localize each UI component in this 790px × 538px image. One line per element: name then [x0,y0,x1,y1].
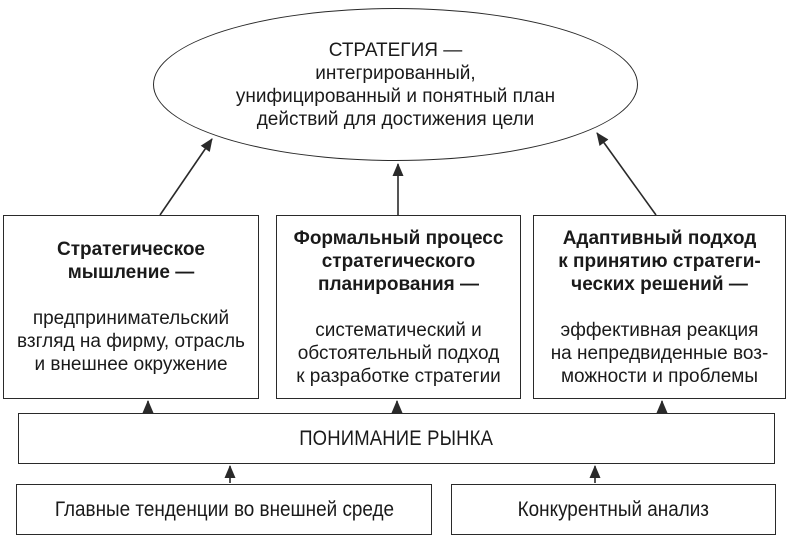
strategic-thinking-text: Стратегическое мышление — предпринимател… [17,215,245,399]
formal-process-body: систематический и обстоятельный подход к… [296,319,501,387]
adaptive-approach-title: Адаптивный подход к принятию стратеги- ч… [558,227,761,295]
formal-process-box: Формальный процесс стратегического плани… [276,215,521,399]
strategic-thinking-title: Стратегическое мышление — [56,239,205,283]
adaptive-approach-text: Адаптивный подход к принятию стратеги- ч… [551,204,769,411]
strategic-thinking-body: предпринимательский взгляд на фирму, отр… [17,308,245,375]
external-trends-label: Главные тенденции во внешней среде [54,497,394,521]
adaptive-approach-body: эффективная реакция на непредвиденные во… [550,319,769,387]
external-trends-box: Главные тенденции во внешней среде [16,484,432,535]
competitive-analysis-box: Конкурентный анализ [451,484,776,535]
adaptive-approach-box: Адаптивный подход к принятию стратеги- ч… [533,215,786,399]
strategy-ellipse: СТРАТЕГИЯ — интегрированный, унифицирова… [153,8,638,161]
strategy-ellipse-text: СТРАТЕГИЯ — интегрированный, унифицирова… [235,39,556,130]
strategic-thinking-box: Стратегическое мышление — предпринимател… [3,215,259,399]
arrow-strategic-thinking-to-strategy [159,138,213,216]
market-understanding-label: ПОНИМАНИЕ РЫНКА [299,426,494,450]
market-understanding-box: ПОНИМАНИЕ РЫНКА [18,413,775,464]
formal-process-title: Формальный процесс стратегического плани… [293,227,504,295]
competitive-analysis-label: Конкурентный анализ [517,497,710,521]
formal-process-text: Формальный процесс стратегического плани… [294,204,504,411]
